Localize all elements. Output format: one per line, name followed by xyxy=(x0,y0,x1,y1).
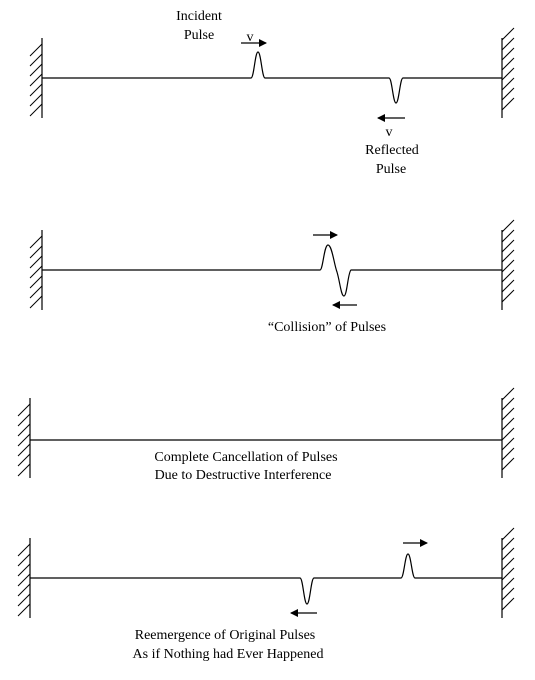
reemergence-caption-1: Reemergence of Original Pulses xyxy=(135,628,316,643)
reflected-label-2: Pulse xyxy=(376,162,406,177)
collision-caption: “Collision” of Pulses xyxy=(268,320,386,335)
left-wall xyxy=(17,398,31,478)
cancellation-caption-2: Due to Destructive Interference xyxy=(155,468,332,483)
panel-reemergence: Reemergence of Original Pulses As if Not… xyxy=(17,527,515,662)
reemergence-caption-2: As if Nothing had Ever Happened xyxy=(133,647,324,662)
right-wall xyxy=(501,527,515,618)
panel-collision: “Collision” of Pulses xyxy=(29,219,515,335)
string-with-colliding-pulses xyxy=(42,244,502,297)
right-wall xyxy=(501,387,515,478)
incident-v-label: v xyxy=(247,30,254,45)
right-wall xyxy=(501,219,515,310)
left-wall xyxy=(29,230,43,310)
left-wall xyxy=(29,38,43,118)
string-with-reemerged-pulses xyxy=(30,553,502,605)
incident-label-1: Incident xyxy=(176,9,222,24)
right-wall xyxy=(501,27,515,118)
left-wall xyxy=(17,538,31,618)
panel-cancellation: Complete Cancellation of Pulses Due to D… xyxy=(17,387,515,483)
string-with-pulses xyxy=(42,51,502,104)
reflected-v-label: v xyxy=(386,125,393,140)
incident-label-2: Pulse xyxy=(184,28,214,43)
panel-incident-reflected: Incident Pulse v v Reflected Pulse xyxy=(29,9,515,177)
cancellation-caption-1: Complete Cancellation of Pulses xyxy=(154,450,337,465)
reflected-label-1: Reflected xyxy=(365,143,419,158)
